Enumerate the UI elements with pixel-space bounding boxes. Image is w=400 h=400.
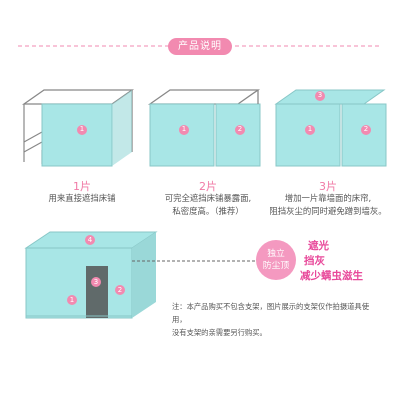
panel-number-1b: 1 bbox=[181, 125, 187, 133]
purchase-note: 注：本产品购买不包含支架，图片展示的支架仅作拍摄道具使用， 没有支架的亲需要另行… bbox=[172, 300, 382, 339]
bed-illustration-3 bbox=[274, 89, 387, 167]
top-panel-badge: 独立 防尘顶 bbox=[256, 240, 296, 280]
note-line2: 没有支架的亲需要另行购买。 bbox=[172, 328, 267, 337]
feature-2: 挡灰 bbox=[304, 255, 325, 267]
option-count-2: 2片 bbox=[199, 180, 217, 193]
panel-number-4: 4 bbox=[87, 236, 93, 244]
badge-line2: 防尘顶 bbox=[262, 261, 290, 271]
header-title: 产品说明 bbox=[168, 38, 232, 55]
option-count-1: 1片 bbox=[73, 180, 91, 193]
option-desc-2-line1: 可完全遮挡床铺暴露面, bbox=[164, 193, 252, 203]
section-header: 产品说明 bbox=[0, 30, 400, 60]
connector-dashed-line bbox=[132, 260, 256, 262]
bed-illustration-2 bbox=[147, 89, 261, 167]
panel-number-1d: 1 bbox=[69, 296, 75, 304]
panel-number-3a: 3 bbox=[317, 91, 323, 99]
panel-number-2c: 2 bbox=[117, 286, 123, 294]
panel-number-2b: 2 bbox=[363, 125, 369, 133]
panel-number-3b: 3 bbox=[93, 278, 99, 286]
option-desc-3-line2: 阻挡灰尘的同时避免蹭到墙灰。 bbox=[269, 206, 387, 216]
option-desc-1: 用来直接遮挡床铺 bbox=[48, 193, 116, 203]
note-line1: 注：本产品购买不包含支架，图片展示的支架仅作拍摄道具使用， bbox=[172, 302, 370, 324]
bed-illustration-1 bbox=[21, 89, 135, 167]
badge-line1: 独立 bbox=[267, 249, 285, 259]
option-count-3: 3片 bbox=[319, 180, 337, 193]
panel-number-1c: 1 bbox=[307, 125, 313, 133]
bed-illustration-top-panel bbox=[24, 231, 158, 319]
option-desc-2-line2: 私密度高。（推荐） bbox=[172, 206, 244, 216]
feature-1: 遮光 bbox=[308, 240, 329, 252]
panel-number-1a: 1 bbox=[79, 125, 85, 133]
feature-3: 减少螨虫滋生 bbox=[300, 270, 363, 282]
panel-number-2a: 2 bbox=[237, 125, 243, 133]
option-desc-3-line1: 增加一片靠墙面的床帘, bbox=[284, 193, 372, 203]
